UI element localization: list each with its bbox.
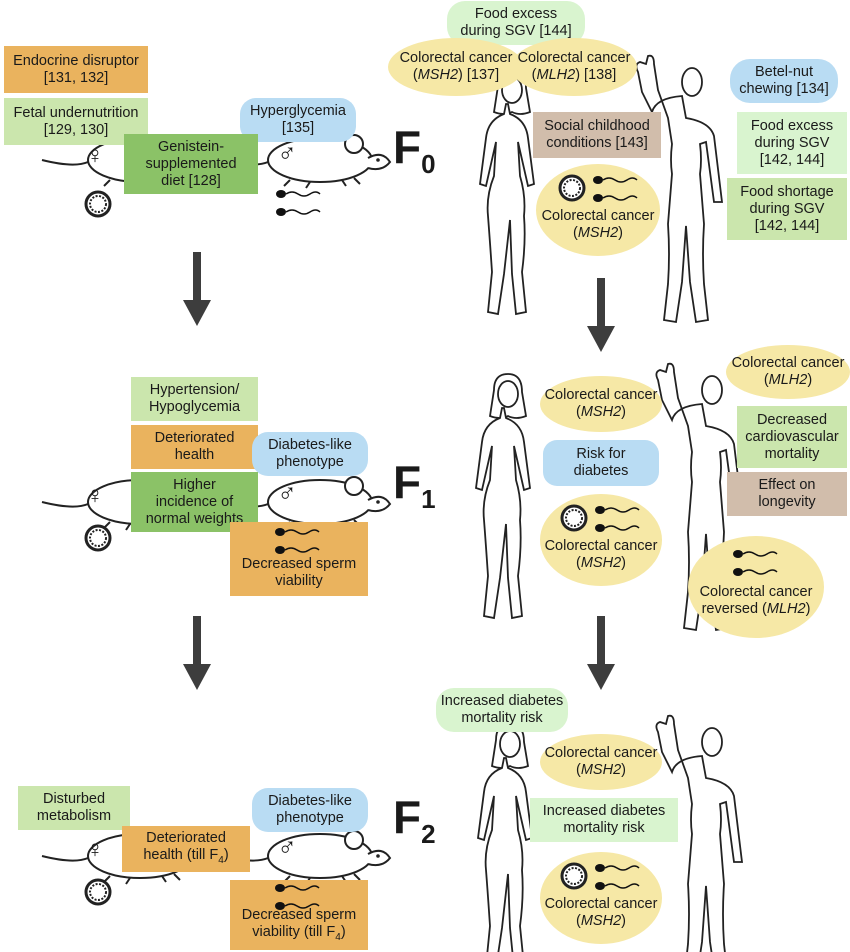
hypertension-box: Hypertension/Hypoglycemia [131,377,258,421]
crc-reversed-box: Colorectal cancer reversed (MLH2) [688,536,824,638]
hyperglycemia-box: Hyperglycemia[135] [240,98,356,142]
egg-icon [560,504,588,532]
crc-msh2-box: Colorectal cancer (MSH2) [540,376,662,432]
crc-bottom-box: Colorectal cancer (MSH2) [536,164,660,256]
sperm-icon [274,527,320,555]
egg-icon [558,174,586,202]
crc-msh2-box: Colorectal cancer (MSH2) [540,734,662,790]
female-symbol: ♀ [86,141,104,169]
sperm-icon [275,189,321,217]
endocrine-disruptor-box: Endocrine disruptor[131, 132] [4,46,148,93]
crc-msh2-box: Colorectal cancer (MSH2) [137] [388,38,524,96]
sperm-icon [592,175,638,203]
arrow-f1-f2-human [587,616,615,690]
crc-mlh2-box: Colorectal cancer (MLH2) [726,345,850,399]
egg-icon [84,524,112,552]
arrow-f0-f1-mouse [183,252,211,326]
egg-icon [84,190,112,218]
male-symbol: ♂ [277,477,297,508]
generation-f1-label: F1 [393,456,436,514]
arrow-f1-f2-mouse [183,616,211,690]
sperm-icon [732,549,778,577]
crc-mlh2-box: Colorectal cancer (MLH2) [138] [511,38,637,96]
egg-icon [84,878,112,906]
arrow-f0-f1-human [587,278,615,352]
crc-bottom-box: Colorectal cancer (MSH2) [540,494,662,586]
generation-f2-label: F2 [393,791,436,849]
male-symbol: ♂ [277,137,297,168]
female-symbol: ♀ [86,835,104,863]
egg-icon [560,862,588,890]
crc-bottom-box: Colorectal cancer (MSH2) [540,852,662,944]
sperm-icon [594,863,640,891]
man-figure-f2 [655,714,743,952]
decreased-sperm-box: Decreased sperm viability (till F4) [230,880,368,950]
generation-f0-label: F0 [393,121,436,179]
male-symbol: ♂ [277,831,297,862]
sperm-icon [594,505,640,533]
female-symbol: ♀ [86,481,104,509]
deteriorated-health-box: Deteriorated health (till F4) [122,826,250,872]
fetal-undernutrition-box: Fetal undernutrition[129, 130] [4,98,148,145]
sperm-icon [274,883,320,911]
